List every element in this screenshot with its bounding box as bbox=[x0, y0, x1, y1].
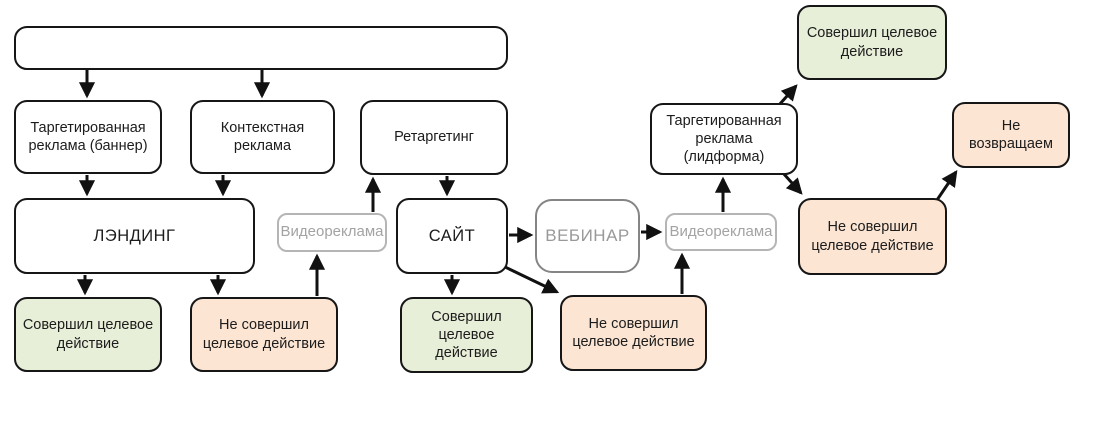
node-targeted-banner: Таргетированная реклама (баннер) bbox=[14, 100, 162, 174]
node-label-targeted-banner: Таргетированная реклама (баннер) bbox=[28, 119, 148, 154]
node-label-webinar: ВЕБИНАР bbox=[545, 226, 630, 246]
node-contextual-ads: Контекстная реклама bbox=[190, 100, 335, 174]
node-label-site: САЙТ bbox=[428, 226, 476, 245]
node-label-no-return: Не возвращаем bbox=[969, 117, 1053, 152]
node-converted-2: Совершил целевое действие bbox=[400, 297, 533, 373]
node-no-return: Не возвращаем bbox=[952, 102, 1070, 168]
node-label-not-converted-1: Не совершил целевое действие bbox=[202, 317, 326, 352]
node-label-converted-3: Совершил целевое действие bbox=[806, 25, 938, 60]
node-not-converted-2: Не совершил целевое действие bbox=[560, 295, 707, 371]
node-converted-1: Совершил целевое действие bbox=[14, 297, 162, 372]
node-webinar: ВЕБИНАР bbox=[535, 199, 640, 273]
node-video-ad-1: Видеореклама bbox=[277, 213, 387, 252]
node-label-not-converted-2: Не совершил целевое действие bbox=[572, 315, 695, 350]
node-label-not-converted-3: Не совершил целевое действие bbox=[811, 219, 934, 254]
edge-targeted-leadform-to-not-converted-3 bbox=[781, 171, 803, 195]
node-label-video-ad-2: Видеореклама bbox=[669, 222, 773, 240]
node-label-contextual-ads: Контекстная реклама bbox=[220, 119, 305, 154]
node-not-converted-1: Не совершил целевое действие bbox=[190, 297, 338, 372]
node-top-source bbox=[14, 26, 508, 70]
node-not-converted-3: Не совершил целевое действие bbox=[798, 198, 947, 275]
node-retargeting: Ретаргетинг bbox=[360, 100, 508, 175]
node-label-targeted-leadform: Таргетированная реклама (лидформа) bbox=[666, 112, 782, 166]
node-label-landing: ЛЭНДИНГ bbox=[93, 226, 176, 245]
node-landing: ЛЭНДИНГ bbox=[14, 198, 255, 274]
edge-not-converted-3-to-no-return bbox=[935, 169, 958, 201]
node-targeted-leadform: Таргетированная реклама (лидформа) bbox=[650, 103, 798, 175]
node-label-retargeting: Ретаргетинг bbox=[394, 129, 474, 146]
node-video-ad-2: Видеореклама bbox=[665, 213, 777, 251]
node-converted-3: Совершил целевое действие bbox=[797, 5, 947, 80]
node-label-video-ad-1: Видеореклама bbox=[280, 223, 384, 241]
node-label-converted-2: Совершил целевое действие bbox=[431, 308, 502, 362]
node-site: САЙТ bbox=[396, 198, 508, 274]
node-label-converted-1: Совершил целевое действие bbox=[22, 317, 154, 352]
